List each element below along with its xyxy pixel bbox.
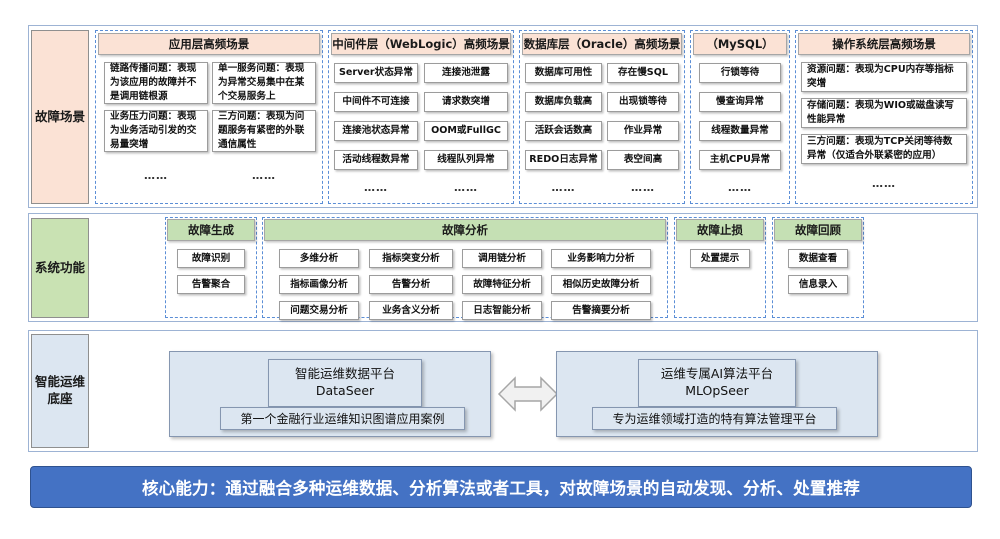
function-item[interactable]: 信息录入: [788, 275, 848, 294]
scene-item: REDO日志异常: [525, 150, 602, 170]
platform-title-right: 运维专属AI算法平台 MLOpSeer: [638, 359, 796, 407]
scene-item: 三方问题：表现为问题服务有紧密的外联通信属性: [212, 110, 316, 152]
function-group-header-review[interactable]: 故障回顾: [774, 219, 862, 241]
group-title: 数据库层（Oracle）高频场景: [523, 37, 681, 51]
group-title: 故障止损: [697, 223, 743, 237]
scene-item: 链路传播问题：表现为该应用的故障并不是调用链根源: [104, 62, 208, 104]
scene-item: 出现锁等待: [607, 92, 679, 112]
group-title: 操作系统层高频场景: [832, 37, 936, 51]
category-text: 智能运维 底座: [34, 374, 85, 406]
scene-item: 请求数突增: [424, 92, 508, 112]
function-item[interactable]: 相似历史故障分析: [551, 275, 651, 294]
scene-ellipsis: ……: [631, 181, 655, 194]
scene-item: 作业异常: [607, 121, 679, 141]
scene-item: 数据库负载高: [525, 92, 602, 112]
scene-item: 线程队列异常: [424, 150, 508, 170]
scene-group-header-os: 操作系统层高频场景: [798, 33, 970, 55]
scene-item: 业务压力问题：表现为业务活动引发的交易量突增: [104, 110, 208, 152]
function-item[interactable]: 业务影响力分析: [551, 249, 651, 268]
scene-ellipsis: ……: [252, 169, 276, 182]
function-item[interactable]: 业务含义分析: [369, 301, 453, 320]
scene-item: 中间件不可连接: [334, 92, 418, 112]
scene-ellipsis: ……: [551, 181, 576, 194]
group-title: 故障生成: [188, 223, 234, 237]
scene-group-header-application: 应用层高频场景: [98, 33, 320, 55]
category-text: 故障场景: [34, 108, 85, 124]
function-item[interactable]: 处置提示: [690, 249, 750, 268]
group-title: 中间件层（WebLogic）高频场景: [332, 37, 510, 51]
scene-item: 资源问题：表现为CPU内存等指标突增: [801, 62, 967, 92]
scene-group-header-mysql: （MySQL）: [693, 33, 787, 55]
function-item[interactable]: 问题交易分析: [279, 301, 359, 320]
scene-item: 线程数量异常: [699, 121, 781, 141]
scene-ellipsis: ……: [454, 181, 478, 194]
platform-caption-right: 专为运维领域打造的特有算法管理平台: [592, 407, 837, 430]
function-item[interactable]: 多维分析: [279, 249, 359, 268]
scene-column-database: [519, 30, 685, 204]
scene-item: 数据库可用性: [525, 63, 602, 83]
function-item[interactable]: 告警摘要分析: [551, 301, 651, 320]
scene-item: 活动线程数异常: [334, 150, 418, 170]
function-item[interactable]: 故障识别: [177, 249, 245, 268]
group-title: 故障分析: [442, 223, 488, 237]
function-item[interactable]: 指标突变分析: [369, 249, 453, 268]
group-title: 故障回顾: [795, 223, 841, 237]
scene-group-header-database: 数据库层（Oracle）高频场景: [522, 33, 682, 55]
scene-ellipsis: ……: [364, 181, 388, 194]
function-item[interactable]: 调用链分析: [462, 249, 542, 268]
category-label-system-function: 系统功能: [31, 218, 89, 318]
scene-ellipsis: ……: [728, 181, 752, 194]
scene-item: 慢查询异常: [699, 92, 781, 112]
group-title: （MySQL）: [706, 37, 774, 51]
scene-item: 表空间高: [607, 150, 679, 170]
category-label-aiops-base: 智能运维 底座: [31, 334, 89, 448]
category-label-fault-scenario: 故障场景: [31, 30, 89, 204]
function-item[interactable]: 指标画像分析: [279, 275, 359, 294]
platform-caption-left: 第一个金融行业运维知识图谱应用案例: [220, 407, 465, 430]
function-group-header-analysis[interactable]: 故障分析: [264, 219, 666, 241]
function-group-header-generation[interactable]: 故障生成: [167, 219, 255, 241]
platform-title-line1: 智能运维数据平台: [294, 366, 395, 382]
double-arrow-icon: [497, 371, 559, 417]
function-item[interactable]: 日志智能分析: [462, 301, 542, 320]
function-item[interactable]: 数据查看: [788, 249, 848, 268]
scene-ellipsis: ……: [144, 169, 168, 182]
scene-item: 主机CPU异常: [699, 150, 781, 170]
platform-title-line2: DataSeer: [315, 383, 375, 398]
scene-item: 三方问题：表现为TCP关闭等待数异常（仅适合外联紧密的应用）: [801, 134, 967, 164]
scene-item: 行锁等待: [699, 63, 781, 83]
banner-text: 核心能力：通过融合多种运维数据、分析算法或者工具，对故障场景的自动发现、分析、处…: [141, 479, 861, 498]
function-item[interactable]: 告警聚合: [177, 275, 245, 294]
scene-item: 活跃会话数高: [525, 121, 602, 141]
platform-title-left: 智能运维数据平台 DataSeer: [268, 359, 422, 407]
platform-title-line2: MLOpSeer: [685, 383, 749, 398]
scene-column-middleware: [328, 30, 514, 204]
scene-item: Server状态异常: [334, 63, 418, 83]
function-item[interactable]: 故障特征分析: [462, 275, 542, 294]
scene-ellipsis: ……: [872, 177, 896, 190]
scene-item: 连接池状态异常: [334, 121, 418, 141]
scene-item: 存在慢SQL: [607, 63, 679, 83]
scene-item: OOM或FullGC: [424, 121, 508, 141]
group-title: 应用层高频场景: [168, 37, 250, 51]
core-capability-banner: 核心能力：通过融合多种运维数据、分析算法或者工具，对故障场景的自动发现、分析、处…: [30, 466, 972, 508]
category-text: 系统功能: [34, 259, 85, 275]
platform-title-line1: 运维专属AI算法平台: [660, 366, 774, 382]
scene-item: 存储问题：表现为WIO或磁盘读写性能异常: [801, 98, 967, 128]
scene-column-mysql: [690, 30, 790, 204]
function-item[interactable]: 告警分析: [369, 275, 453, 294]
scene-item: 单一服务问题：表现为异常交易集中在某个交易服务上: [212, 62, 316, 104]
function-group-header-stoploss[interactable]: 故障止损: [676, 219, 764, 241]
scene-group-header-middleware: 中间件层（WebLogic）高频场景: [331, 33, 511, 55]
scene-item: 连接池泄露: [424, 63, 508, 83]
